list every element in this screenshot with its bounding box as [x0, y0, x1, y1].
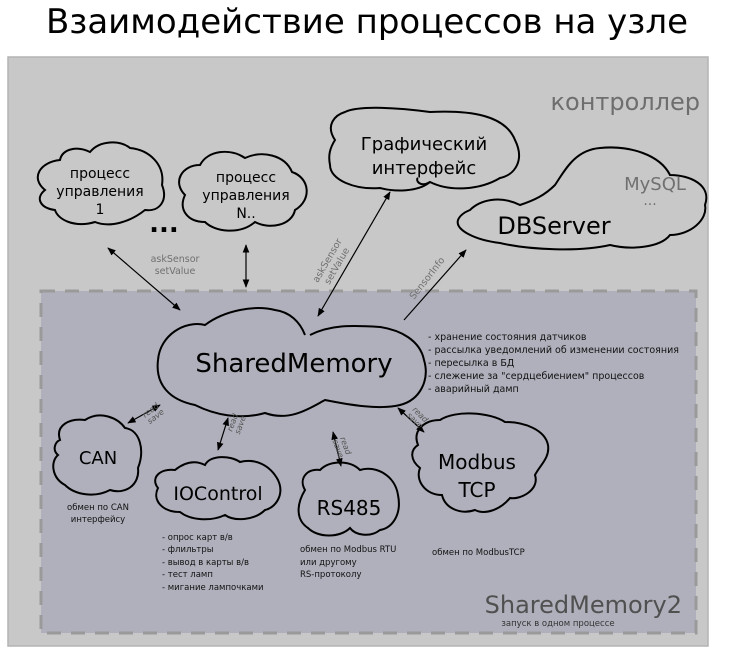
- iocontrol-note: - мигание лампочками: [162, 583, 264, 593]
- readsave-label-io: read save: [225, 412, 247, 436]
- can-label: CAN: [79, 448, 117, 469]
- sharedmemory-features: - хранение состояния датчиков - рассылка…: [428, 332, 679, 395]
- cloud-shape: [52, 414, 143, 496]
- iocontrol-note: - опрос карт в/в: [162, 533, 233, 543]
- process-n-cloud[interactable]: процесс управления N..: [178, 150, 308, 232]
- sharedmemory2-note: запуск в одном процессе: [501, 619, 614, 629]
- rs485-label: RS485: [317, 496, 382, 520]
- arrow-label-setvalue-1: setValue: [155, 266, 196, 277]
- arrow-modbus-sm: [397, 407, 425, 433]
- process-1-line1: процесс: [70, 166, 130, 182]
- cloud-fold: [416, 177, 431, 186]
- feature-item: - пересылка в БД: [428, 358, 514, 369]
- modbustcp-line1: Modbus: [438, 450, 516, 474]
- gui-line1: Графический: [361, 134, 487, 155]
- cloud-shape: [297, 461, 400, 537]
- diagram-title: Взаимодействие процессов на узле: [45, 2, 689, 42]
- cloud-shape: [156, 307, 427, 418]
- sharedmemory-cloud[interactable]: SharedMemory: [156, 307, 427, 418]
- dbserver-mysql-label: MySQL: [624, 174, 686, 195]
- feature-item: - хранение состояния датчиков: [428, 332, 587, 343]
- can-note-line2: интерфейсу: [71, 515, 125, 525]
- modbustcp-cloud[interactable]: Modbus TCP обмен по ModbusTCP: [411, 412, 550, 558]
- can-cloud[interactable]: CAN обмен по CAN интерфейсу: [52, 414, 143, 525]
- arrow-can-sm: [127, 404, 161, 424]
- arrow-label-asksensor-1: askSensor: [151, 254, 200, 265]
- cloud-shape: [328, 106, 520, 192]
- cloud-shape: [178, 150, 308, 232]
- arrow-io-sm: [217, 417, 229, 451]
- sharedmemory-label: SharedMemory: [195, 349, 392, 379]
- dbserver-label: DBServer: [497, 212, 610, 240]
- controller-label: контроллер: [551, 88, 700, 116]
- arrow-gui-sm: [317, 191, 391, 317]
- gui-cloud[interactable]: Графический интерфейс: [328, 106, 520, 192]
- ellipsis-label: ...: [149, 209, 179, 239]
- dbserver-cloud[interactable]: MySQL ... DBServer: [456, 146, 708, 251]
- process-n-line3: N..: [236, 206, 255, 222]
- rs485-note: RS-протоколу: [300, 570, 361, 580]
- can-note-line1: обмен по CAN: [67, 503, 129, 513]
- sharedmemory2-label: SharedMemory2: [485, 591, 682, 619]
- process-n-line1: процесс: [216, 170, 276, 186]
- modbustcp-note: обмен по ModbusTCP: [432, 548, 525, 558]
- process-1-cloud[interactable]: процесс управления 1: [36, 141, 165, 226]
- cloud-shape: [411, 412, 550, 513]
- process-1-line2: управления: [56, 184, 143, 200]
- process-n-line2: управления: [202, 188, 289, 204]
- arrow-rs485-sm: [331, 431, 343, 467]
- iocontrol-note: - флильтры: [162, 545, 214, 555]
- cloud-shape: [456, 146, 708, 251]
- cloud-shape: [154, 456, 282, 521]
- gui-line2: интерфейс: [372, 158, 477, 179]
- iocontrol-note: - вывод в карты в/в: [162, 558, 249, 568]
- iocontrol-note: - тест ламп: [162, 570, 213, 580]
- process-1-line3: 1: [96, 202, 105, 218]
- modbustcp-line2: TCP: [457, 478, 495, 502]
- arrow-proc1-sm: [107, 247, 181, 311]
- dbserver-dots: ...: [643, 193, 656, 209]
- feature-item: - слежение за "сердцебиением" процессов: [428, 371, 645, 382]
- cloud-shape: [36, 141, 165, 226]
- rs485-note: обмен по Modbus RTU: [300, 545, 396, 555]
- rs485-note: или другому: [300, 558, 357, 568]
- feature-item: - аварийный дамп: [428, 384, 519, 395]
- feature-item: - рассылка уведомлений об изменении сост…: [428, 345, 679, 356]
- arrow-sm-dbserver: [403, 249, 467, 321]
- rs485-cloud[interactable]: RS485 обмен по Modbus RTU или другому RS…: [297, 461, 400, 581]
- iocontrol-label: IOControl: [173, 483, 262, 505]
- iocontrol-cloud[interactable]: IOControl - опрос карт в/в - флильтры - …: [154, 456, 282, 593]
